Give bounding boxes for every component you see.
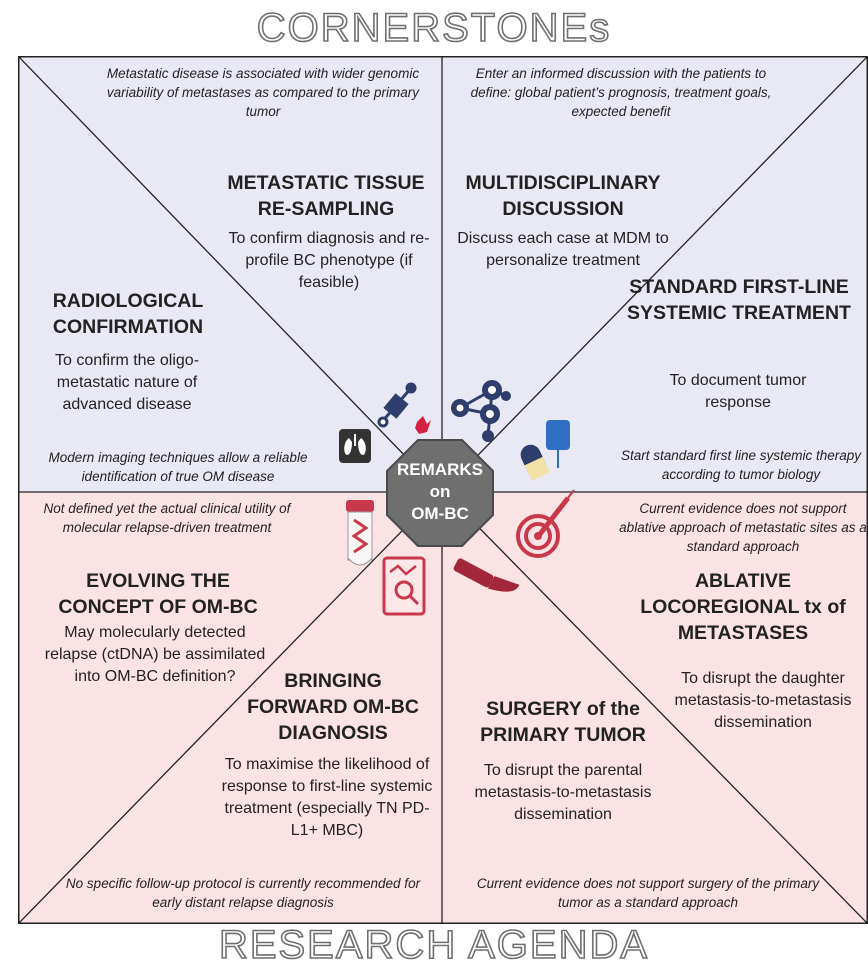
- systemic-note: Start standard first line systemic thera…: [620, 448, 862, 482]
- ablative-note: Current evidence does not support ablati…: [619, 501, 867, 554]
- forward-note: No specific follow-up protocol is curren…: [65, 876, 421, 910]
- remarks-line-3: OM-BC: [411, 504, 469, 523]
- systemic-title: STANDARD FIRST-LINE SYSTEMIC TREATMENT: [627, 276, 851, 324]
- document-search-icon: [382, 556, 426, 616]
- radiology-body: To confirm the oligo-metastatic nature o…: [54, 352, 200, 413]
- octant-diagram: Metastatic disease is associated with wi…: [18, 56, 868, 924]
- lungs-imaging-icon: [339, 429, 371, 463]
- cornerstones-title: CORNERSTONEs: [256, 6, 612, 50]
- tissue-body: To confirm diagnosis and re-profile BC p…: [228, 230, 430, 291]
- remarks-line-1: REMARKS: [397, 460, 483, 479]
- mdt-body: Discuss each case at MDM to personalize …: [457, 230, 669, 269]
- mdt-title: MULTIDISCIPLINARY DISCUSSION: [465, 172, 661, 220]
- tissue-title: METASTATIC TISSUE RE-SAMPLING: [227, 172, 425, 220]
- forward-body: To maximise the likelihood of response t…: [221, 756, 433, 839]
- molecule-icon: [451, 380, 511, 442]
- ablative-title: ABLATIVE LOCOREGIONAL tx of METASTASES: [640, 570, 846, 644]
- microscope-icon: [377, 382, 431, 434]
- remarks-label: REMARKS on OM-BC: [386, 459, 494, 525]
- surgery-body: To disrupt the parental metastasis-to-me…: [474, 762, 652, 823]
- test-tube-icon: [346, 500, 374, 566]
- pill-iv-bag-icon: [520, 420, 570, 481]
- scalpel-icon: [453, 558, 520, 592]
- tissue-note: Metastatic disease is associated with wi…: [106, 66, 420, 119]
- radiology-note: Modern imaging techniques allow a reliab…: [48, 450, 308, 484]
- evolving-note: Not defined yet the actual clinical util…: [43, 501, 291, 535]
- octagon-shape: [386, 439, 494, 547]
- evolving-body: May molecularly detected relapse (ctDNA)…: [44, 624, 266, 685]
- surgery-title: SURGERY of the PRIMARY TUMOR: [480, 698, 646, 746]
- evolving-title: EVOLVING THE CONCEPT OF OM-BC: [58, 570, 258, 618]
- research-agenda-title: RESEARCH AGENDA: [218, 923, 650, 967]
- mdt-note: Enter an informed discussion with the pa…: [470, 66, 772, 119]
- remarks-line-2: on: [429, 482, 451, 501]
- remarks-octagon: REMARKS on OM-BC: [386, 439, 494, 547]
- surgery-note: Current evidence does not support surger…: [476, 876, 820, 910]
- research-agenda-area: [18, 492, 868, 924]
- ablation-target-icon: [516, 489, 575, 558]
- ablative-body: To disrupt the daughter metastasis-to-me…: [674, 670, 852, 731]
- radiology-title: RADIOLOGICAL CONFIRMATION: [52, 290, 204, 338]
- forward-title: BRINGING FORWARD OM-BC DIAGNOSIS: [247, 670, 419, 744]
- systemic-body: To document tumor response: [669, 372, 807, 411]
